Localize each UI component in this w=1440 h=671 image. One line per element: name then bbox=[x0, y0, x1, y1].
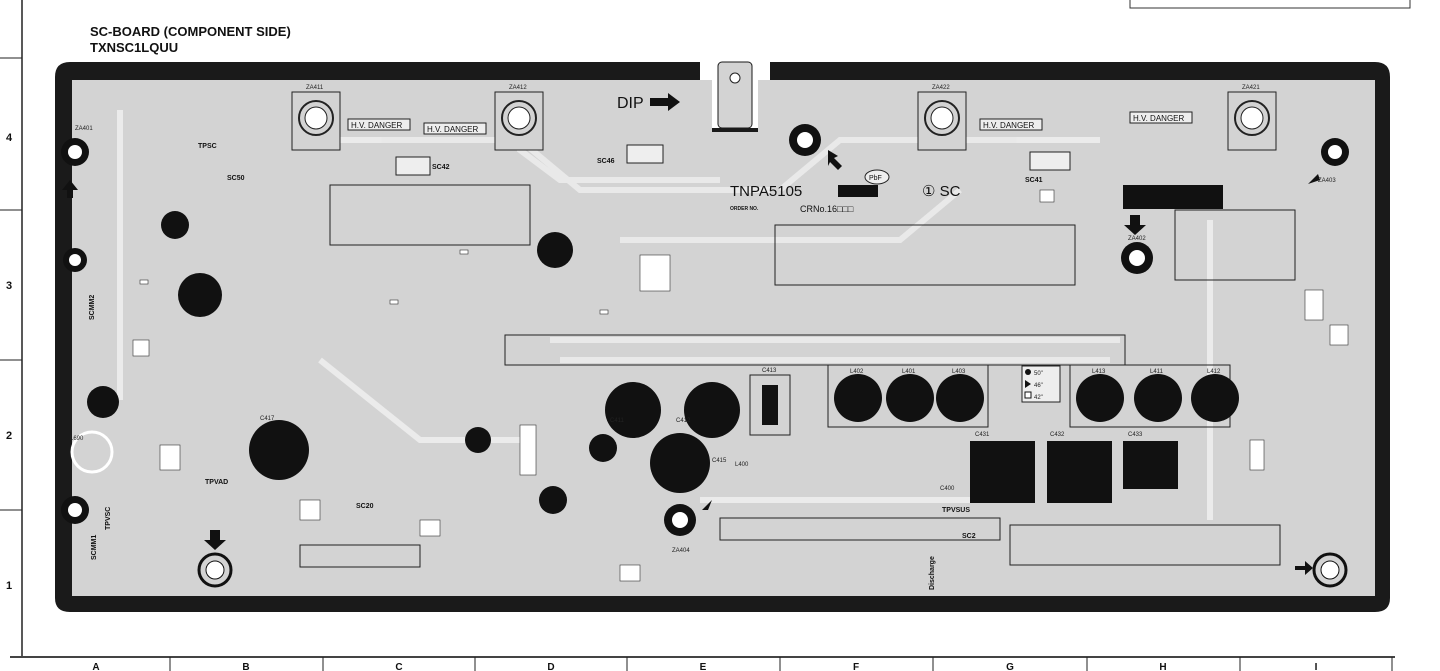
heatsink-za403-label: ZA403 bbox=[1318, 178, 1336, 184]
inductor-l402-label: L402 bbox=[850, 369, 864, 375]
board-id: ① SC bbox=[922, 183, 961, 200]
col-label-c: C bbox=[395, 662, 402, 671]
capacitor-c412-label: C412 bbox=[676, 418, 691, 424]
pbf-mark bbox=[864, 169, 890, 185]
col-label-i: I bbox=[1315, 662, 1318, 671]
screen-size-legend: 50" 46" 42" bbox=[1021, 365, 1061, 403]
connector-sc20: SC20 bbox=[356, 503, 374, 510]
heatsink-za402-label: ZA402 bbox=[1128, 236, 1146, 242]
connector-sc50: SC50 bbox=[227, 175, 245, 182]
connector-sc41: SC41 bbox=[1025, 177, 1043, 184]
capacitor-c433-label: C433 bbox=[1128, 432, 1143, 438]
inductor-l400-label: L400 bbox=[735, 462, 749, 468]
heatsink-za411-label: ZA411 bbox=[306, 85, 324, 91]
connector-sc42: SC42 bbox=[432, 164, 450, 171]
notch-hole bbox=[729, 72, 741, 84]
board-title: SC-BOARD (COMPONENT SIDE) bbox=[90, 24, 291, 39]
heatsink-za411: ZA411 bbox=[291, 85, 341, 151]
row-label-1: 1 bbox=[6, 580, 12, 592]
row-label-4: 4 bbox=[6, 132, 13, 144]
row-label-2: 2 bbox=[6, 430, 12, 442]
hv-danger-label: H.V. DANGER bbox=[983, 121, 1034, 130]
legend-46-label: 46" bbox=[1034, 383, 1043, 389]
dip-label: DIP bbox=[617, 95, 644, 112]
test-point-tpvsus: TPVSUS bbox=[942, 507, 970, 514]
test-point-tpsc: TPSC bbox=[198, 143, 217, 150]
hv-danger-label: H.V. DANGER bbox=[427, 125, 478, 134]
col-label-d: D bbox=[547, 662, 554, 671]
cr-number: CRNo.16□□□ bbox=[800, 204, 854, 214]
col-label-a: A bbox=[92, 662, 99, 671]
component-outlines bbox=[299, 184, 1296, 568]
heatsink-za412: ZA412 bbox=[494, 85, 544, 151]
heatsink-za421-label: ZA421 bbox=[1242, 85, 1260, 91]
col-label-h: H bbox=[1159, 662, 1166, 671]
hv-danger-label: H.V. DANGER bbox=[351, 121, 402, 130]
legend-42-label: 42" bbox=[1034, 395, 1043, 401]
test-point-tpvad: TPVAD bbox=[205, 479, 228, 486]
inductor-l413-label: L413 bbox=[1092, 369, 1106, 375]
capacitor-c411-label: C411 bbox=[610, 418, 625, 424]
pbf-label: PbF bbox=[869, 175, 882, 182]
pcb-number-block bbox=[838, 185, 878, 197]
capacitor-c415-label: C415 bbox=[712, 458, 727, 464]
col-label-g: G bbox=[1006, 662, 1014, 671]
order-no-label: ORDER NO. bbox=[730, 206, 759, 212]
inductor-l690-label: L690 bbox=[70, 436, 84, 442]
capacitor-c417-label: C417 bbox=[260, 416, 275, 422]
capacitor-c413-label: C413 bbox=[762, 368, 777, 374]
top-right-box bbox=[1129, 0, 1411, 9]
connector-scmm1: SCMM1 bbox=[91, 535, 98, 560]
electrolytic-capacitors bbox=[87, 211, 791, 514]
mounting-holes bbox=[61, 124, 1349, 588]
col-label-e: E bbox=[700, 662, 707, 671]
arrow-icons bbox=[62, 150, 1320, 575]
capacitor-c431-label: C431 bbox=[975, 432, 990, 438]
connector-sc46: SC46 bbox=[597, 158, 615, 165]
inductors bbox=[70, 364, 1239, 503]
heatsink-za412-label: ZA412 bbox=[509, 85, 527, 91]
heatsink-za422: ZA422 bbox=[917, 85, 967, 151]
heatsink-za422-label: ZA422 bbox=[932, 85, 950, 91]
dip-arrow-icon bbox=[650, 93, 680, 111]
connector-sc2: SC2 bbox=[962, 533, 976, 540]
capacitor-c432-label: C432 bbox=[1050, 432, 1065, 438]
smd-components bbox=[132, 189, 1349, 582]
test-point-tpvsc: TPVSC bbox=[105, 507, 112, 530]
hv-danger-label: H.V. DANGER bbox=[1133, 114, 1184, 123]
connector-scmm2: SCMM2 bbox=[89, 295, 96, 320]
heatsink-za421: ZA421 bbox=[1227, 85, 1277, 151]
board-part-number: TXNSC1LQUU bbox=[90, 40, 179, 55]
legend-50-label: 50" bbox=[1034, 371, 1043, 377]
inductor-l412-label: L412 bbox=[1207, 369, 1221, 375]
capacitor-c400-label: C400 bbox=[940, 486, 955, 492]
board-notch bbox=[717, 61, 753, 129]
inductor-l411-label: L411 bbox=[1150, 369, 1164, 375]
row-label-3: 3 bbox=[6, 280, 12, 292]
inductor-l403-label: L403 bbox=[952, 369, 966, 375]
pcb-number: TNPA5105 bbox=[730, 183, 802, 200]
heatsink-za401-label: ZA401 bbox=[75, 126, 93, 132]
black-block bbox=[1123, 185, 1223, 209]
discharge-label: Discharge bbox=[929, 556, 936, 590]
heatsink-za404-label: ZA404 bbox=[672, 548, 690, 554]
col-label-f: F bbox=[853, 662, 859, 671]
inductor-l401-label: L401 bbox=[902, 369, 916, 375]
col-label-b: B bbox=[242, 662, 249, 671]
